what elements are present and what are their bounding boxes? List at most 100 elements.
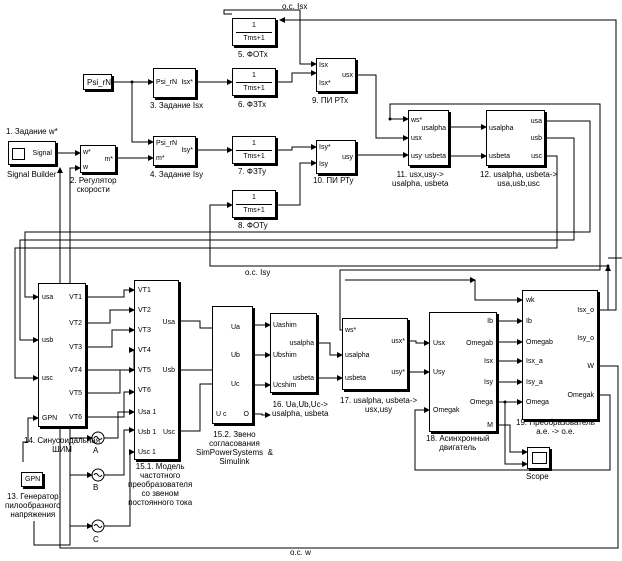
port-w: W [587, 363, 594, 370]
port-vt5: VT5 [138, 367, 151, 374]
port-o: O [243, 411, 249, 418]
port-isy-a: Isy_a [526, 379, 543, 386]
tf-line [236, 204, 272, 205]
tf-numerator: 1 [252, 140, 256, 147]
port-isy-star: Isy* [319, 144, 331, 151]
fztx-block[interactable]: 1 Tms+1 [232, 68, 276, 96]
port-vt3: VT3 [138, 327, 151, 334]
port-usb: Usb [162, 367, 175, 374]
port-vt6: VT6 [138, 387, 151, 394]
port-usy: usy [342, 154, 353, 161]
tf-denominator: Tms+1 [243, 35, 265, 42]
port-usc1: Usc 1 [138, 449, 156, 456]
gpn-block[interactable]: GPN [21, 472, 43, 487]
port-vt3: VT3 [69, 344, 82, 351]
port-usy: usy [411, 153, 422, 160]
label-fotx: 5. ФОТх [238, 50, 268, 59]
tf-numerator: 1 [252, 22, 256, 29]
tf-numerator: 1 [252, 72, 256, 79]
converter-block[interactable]: VT1 VT2 VT3 VT4 VT5 VT6 Usa 1 Usb 1 Usc … [134, 280, 179, 460]
port-isx-star: Isx* [181, 79, 193, 86]
port-ubshim: Ubshim [273, 352, 297, 359]
port-vt5: VT5 [69, 390, 82, 397]
block-12-transform[interactable]: usalpha usbeta usa usb usc [486, 110, 545, 166]
signal-port-label: Signal [32, 150, 52, 157]
port-usbeta: usbeta [424, 153, 446, 160]
foty-block[interactable]: 1 Tms+1 [232, 190, 276, 218]
port-uc-in: U c [216, 411, 227, 418]
port-usbeta: usbeta [345, 375, 367, 382]
port-usa: Usa [162, 319, 175, 326]
port-isx: Isx [319, 62, 328, 69]
label-block-19: 19. Преобразователь а.е. -> о.е. [516, 418, 595, 436]
motor-block[interactable]: Usx Usy Omegak Ib Omegab Isx Isy Omega M [429, 312, 497, 432]
port-usa: usa [530, 118, 542, 125]
port-usx: usx [342, 72, 353, 79]
scope-screen-icon [532, 452, 547, 464]
tf-denominator: Tms+1 [243, 207, 265, 214]
port-ib: Ib [526, 318, 532, 325]
port-usalpha: usalpha [345, 352, 370, 359]
zadanie-isy-block[interactable]: Psi_rN m* Isy* [153, 136, 196, 166]
port-usbeta: usbeta [489, 153, 511, 160]
block-19-converter[interactable]: wk Ib Omegab Isx_a Isy_a Omega Isx_o Isy… [522, 290, 598, 420]
fotx-block[interactable]: 1 Tms+1 [232, 18, 276, 46]
link-block[interactable]: Ua Ub Uc U c O [212, 306, 253, 424]
pi-rtx-block[interactable]: Isx Isx* usx [316, 58, 356, 92]
port-omegak: Omegak [433, 407, 460, 414]
speed-regulator-block[interactable]: w* w m* [80, 145, 116, 173]
zadanie-isx-block[interactable]: Psi_rN Isx* [153, 68, 196, 98]
port-usx-star: usx* [391, 338, 405, 345]
tf-line [236, 32, 272, 33]
port-uashim: Uashim [273, 322, 297, 329]
scope-block[interactable] [527, 447, 550, 469]
port-m: M [487, 422, 493, 429]
label-source-a: A [93, 446, 99, 455]
port-w: w [83, 164, 89, 171]
port-w-star: w* [83, 149, 91, 156]
pwm-block[interactable]: usa usb usc GPN VT1 VT2 VT3 VT4 VT5 VT6 [38, 283, 86, 427]
label-zadanie-w: 1. Задание w* [6, 127, 58, 136]
port-uc: Uc [231, 381, 240, 388]
label-signal-builder: Signal Builder [7, 170, 57, 179]
port-usc: Usc [162, 429, 175, 436]
block-16-transform[interactable]: Uashim Ubshim Ucshim usalpha usbeta [270, 313, 317, 393]
signal-builder-block[interactable]: Signal [8, 141, 56, 165]
label-source-b: B [93, 483, 99, 492]
label-oc-isy: o.c. Isy [245, 268, 271, 277]
fzty-block[interactable]: 1 Tms+1 [232, 136, 276, 164]
pi-rty-block[interactable]: Isy* Isy usy [316, 140, 356, 174]
label-fzty: 7. ФЗТу [238, 167, 267, 176]
port-m-star: m* [156, 155, 165, 162]
psi-rn-constant[interactable]: Psi_rN [83, 74, 112, 90]
block-17-transform[interactable]: ws* usalpha usbeta usx* usy* [342, 318, 408, 390]
label-gpn: 13. Генератор пилообразного напряжения [5, 492, 61, 519]
port-psi: Psi_rN [156, 140, 178, 147]
port-usy: Usy [433, 369, 446, 376]
port-isy: Isy [319, 161, 328, 168]
port-usbeta: usbeta [292, 375, 314, 382]
label-foty: 8. ФОТу [238, 221, 268, 230]
label-block-16: 16. Ua,Ub,Uc-> usalpha, usbeta [272, 400, 329, 418]
port-isx: Isx [484, 358, 493, 365]
label-oc-isx: o.c. Isx [282, 2, 308, 11]
label-pi-rty: 10. ПИ РТу [313, 176, 354, 185]
port-vt4: VT4 [69, 367, 82, 374]
port-vt4: VT4 [138, 347, 151, 354]
label-zadanie-isy: 4. Задание Isy [150, 170, 204, 179]
tf-line [236, 82, 272, 83]
label-pi-rtx: 9. ПИ РТх [312, 96, 349, 105]
label-fztx: 6. ФЗТх [238, 100, 267, 109]
label-oc-w: o.c. w [290, 548, 311, 557]
port-usx: usx [411, 135, 422, 142]
port-omegab: Omegab [526, 339, 553, 346]
label-block-11: 11. usx,usy-> usalpha, usbeta [392, 170, 449, 188]
port-vt2: VT2 [138, 307, 151, 314]
port-vt6: VT6 [69, 414, 82, 421]
port-usb1: Usb 1 [138, 429, 157, 436]
label-reg-skorosti: 2. Регулятор скорости [70, 176, 117, 194]
port-ib: Ib [487, 318, 493, 325]
label-block-12: 12. usalpha, usbeta-> usa,usb,usc [480, 170, 558, 188]
block-11-transform[interactable]: ws* usx usy usalpha usbeta [408, 110, 449, 166]
